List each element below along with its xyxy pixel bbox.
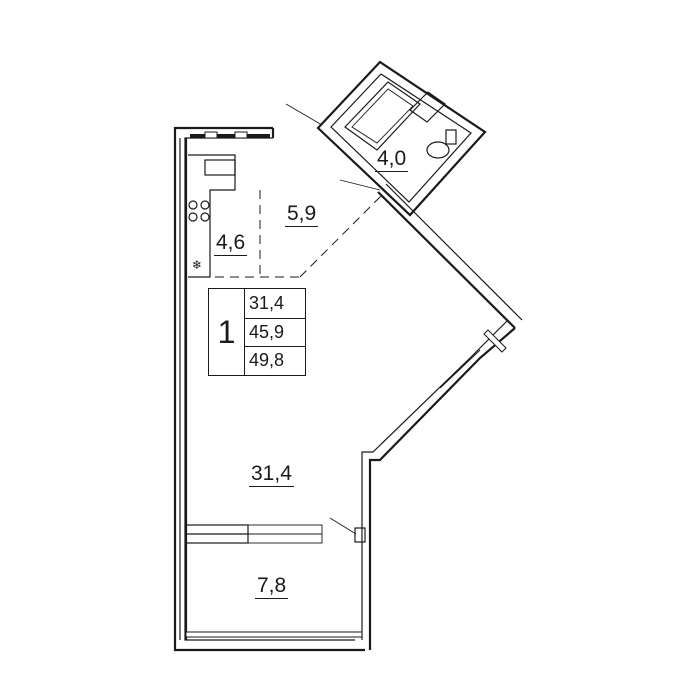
- living-area: 31,4: [249, 292, 285, 313]
- diagonal-window: [439, 329, 507, 389]
- bathroom-walls: [316, 60, 487, 217]
- label-kitchen-area: 4,6: [214, 231, 248, 256]
- freezer-icon: ❄: [192, 258, 203, 272]
- label-balcony-area: 7,8: [255, 574, 289, 599]
- balcony-partition: [185, 517, 366, 544]
- label-hall-area: 5,9: [285, 202, 319, 227]
- balcony-rail: [185, 631, 363, 638]
- zone-boundaries: [200, 190, 383, 278]
- area-list: 31,4 45,9 49,8: [244, 289, 305, 375]
- total-area: 45,9: [245, 317, 305, 347]
- apartment-summary-box: 1 31,4 45,9 49,8: [208, 288, 306, 376]
- bathroom-pointer: [285, 103, 323, 126]
- label-main-room-area: 31,4: [249, 462, 294, 487]
- label-bathroom-area: 4,0: [375, 147, 409, 172]
- diagonal-wall: [339, 179, 523, 650]
- kitchen-counter: [188, 154, 236, 278]
- exterior-walls: [173, 126, 365, 652]
- kitchen-window: [190, 131, 270, 139]
- total-area-with-balcony: 49,8: [245, 346, 305, 375]
- room-count: 1: [217, 313, 236, 350]
